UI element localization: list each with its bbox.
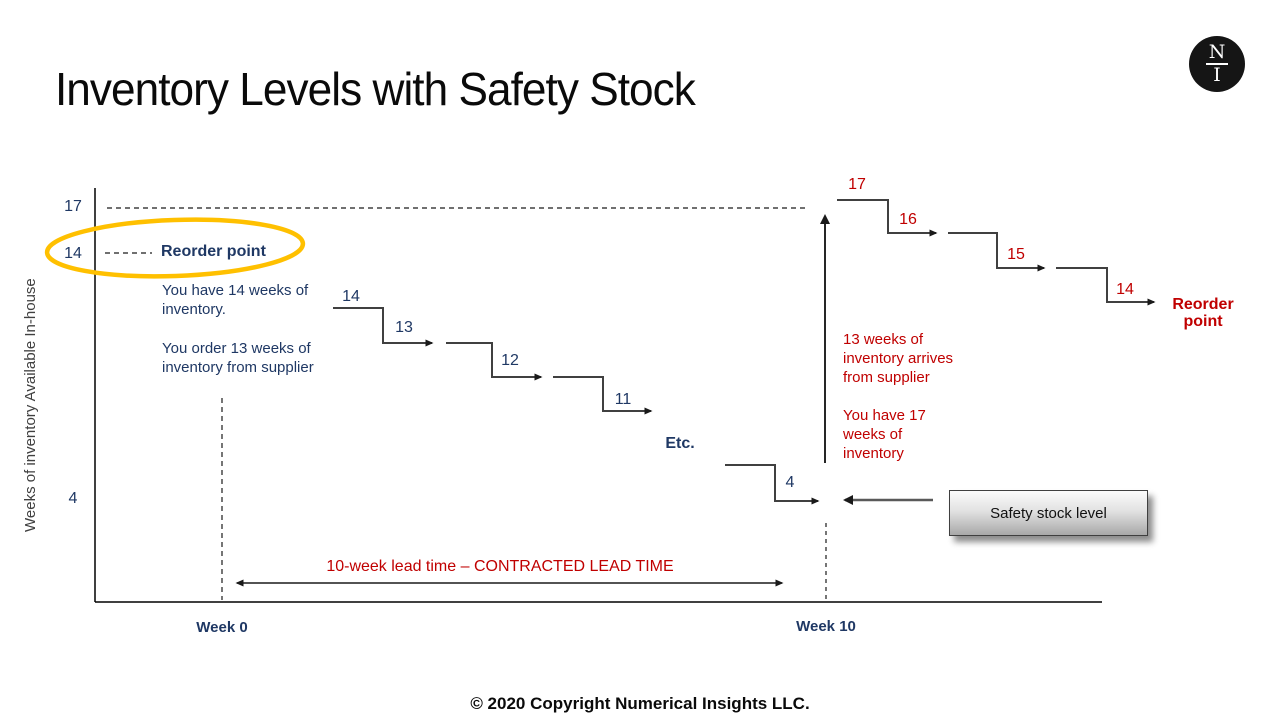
y-tick-17: 17 [64,198,82,215]
etc-label: Etc. [665,435,695,452]
note-line: 13 weeks of [843,331,924,348]
note-line: from supplier [843,369,930,386]
note-order-13-weeks: You order 13 weeks of inventory from sup… [162,339,314,377]
y-axis-label: Weeks of inventory Available In-house [22,278,39,532]
step-5-to-4 [725,464,820,505]
step-label-13: 13 [395,319,413,336]
step-label-16: 16 [899,211,917,228]
step-label-4: 4 [785,474,795,491]
note-have-14-weeks: You have 14 weeks of inventory. [162,281,308,319]
step-12-to-11 [553,376,653,415]
note-13-weeks-arrives: 13 weeks of inventory arrives from suppl… [843,330,953,387]
logo-divider [1206,63,1228,65]
safety-stock-label: Safety stock level [990,504,1107,522]
step-16-to-15 [948,232,1046,272]
safety-stock-callout: Safety stock level [949,490,1148,536]
note-line: inventory. [162,301,226,318]
note-line: You have 14 weeks of [162,282,309,299]
step-label-15: 15 [1007,246,1025,263]
reorder-right-line: Reorder [1172,296,1234,313]
reorder-right-line: point [1183,313,1223,330]
step-label-14-right: 14 [1116,281,1134,298]
page-title: Inventory Levels with Safety Stock [55,63,696,115]
note-have-17-weeks: You have 17 weeks of inventory [843,406,926,463]
step-label-11: 11 [614,391,632,408]
note-line: You order 13 weeks of [162,340,311,357]
step-13-to-12 [446,342,543,381]
step-15-to-14 [1056,267,1156,306]
x-tick-week-10: Week 10 [796,618,856,635]
note-line: weeks of [843,426,903,443]
step-label-12: 12 [501,352,519,369]
y-tick-14: 14 [64,245,82,262]
step-label-14: 14 [342,288,360,305]
note-line: inventory [843,445,904,462]
step-14-to-13 [333,307,434,347]
reorder-point-right-label: Reorder point [1163,296,1243,330]
note-line: inventory arrives [843,350,954,367]
logo-letter-n: N [1208,41,1226,63]
reorder-highlight-ellipse [44,217,306,279]
logo-letter-i: I [1213,64,1221,86]
step-17-to-16 [837,199,938,237]
reorder-point-left-label: Reorder point [161,243,266,260]
y-tick-4: 4 [68,490,78,507]
copyright-footer: © 2020 Copyright Numerical Insights LLC. [470,694,810,713]
numerical-insights-logo: N I [1189,36,1245,92]
note-line: You have 17 [843,407,926,424]
note-line: inventory from supplier [162,359,314,376]
x-tick-week-0: Week 0 [196,619,248,636]
lead-time-label: 10-week lead time – CONTRACTED LEAD TIME [326,558,674,575]
step-label-17: 17 [848,176,866,193]
